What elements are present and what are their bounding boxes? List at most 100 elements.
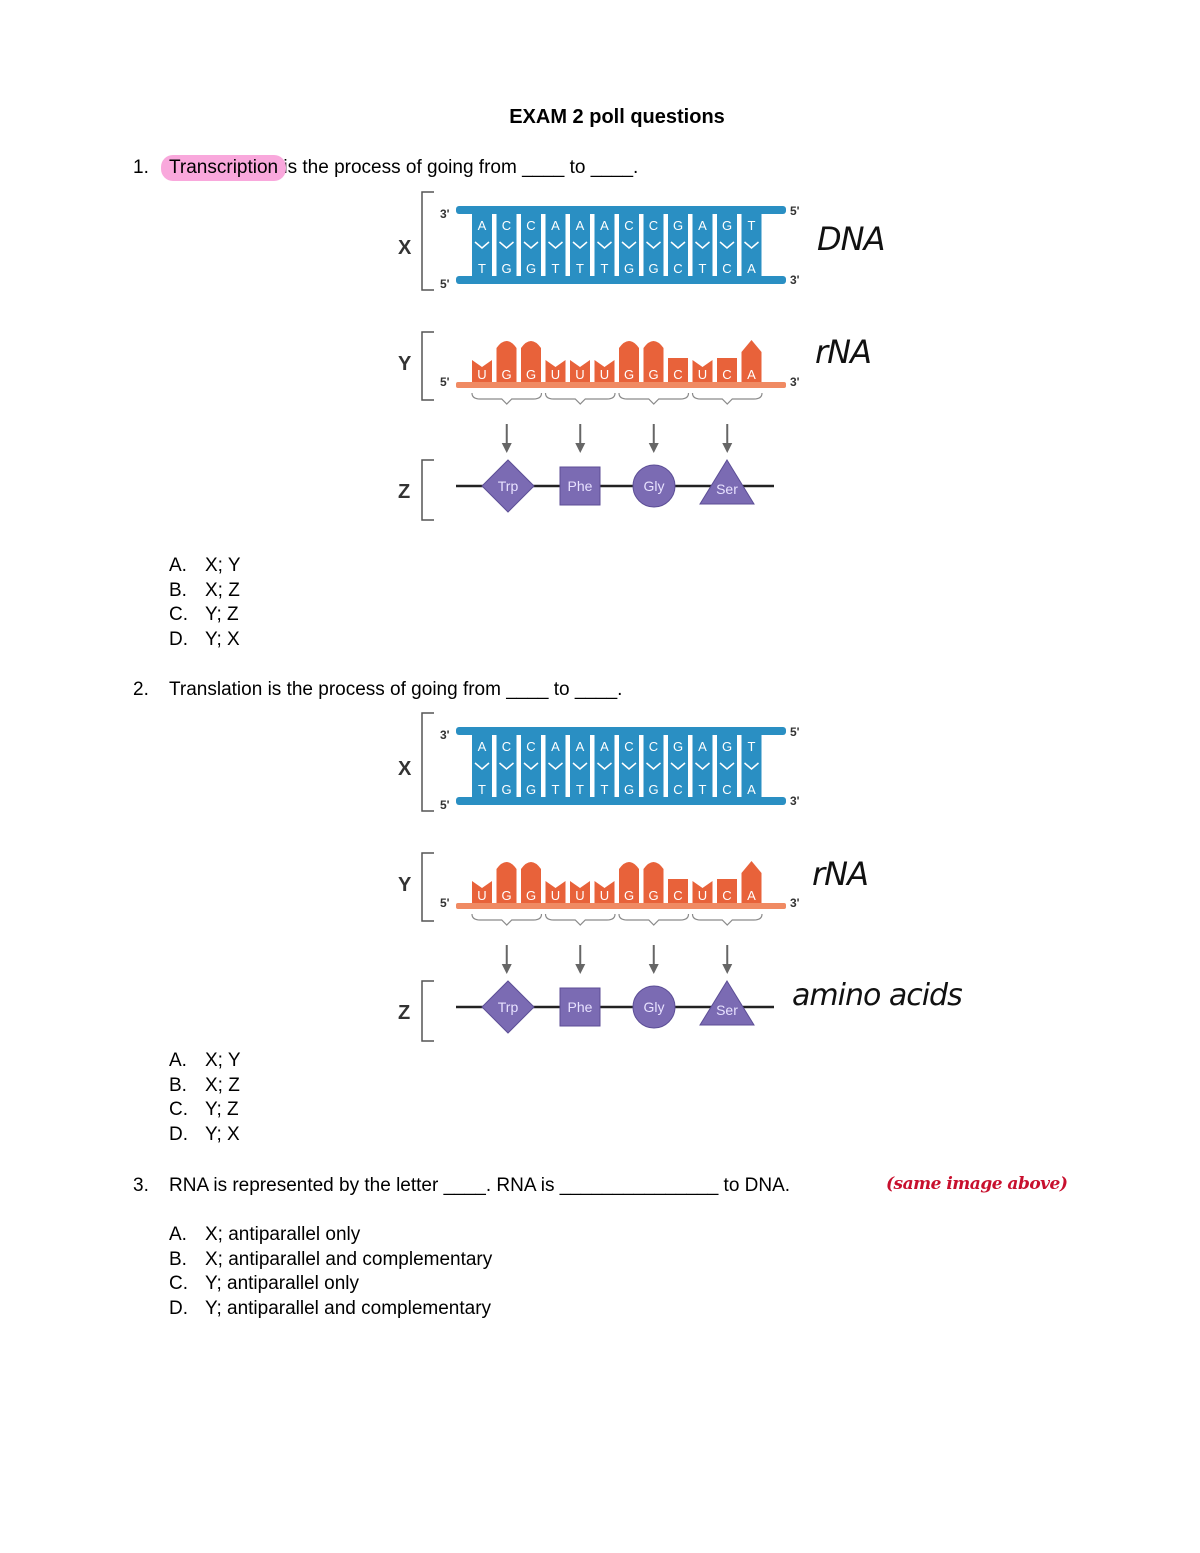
label-x: X <box>398 758 412 780</box>
rna-base: U <box>698 888 707 903</box>
dna-bottom-base: G <box>624 782 634 797</box>
base-pair-junction <box>597 762 612 770</box>
arrow-head <box>501 964 512 974</box>
dna-top-base: T <box>748 739 756 754</box>
base-pair <box>717 735 737 797</box>
dna-bottom-base: C <box>722 782 731 797</box>
question-text: RNA is represented by the letter ____. R… <box>169 1175 791 1196</box>
base-pair-junction <box>646 762 661 770</box>
dna-backbone-bottom <box>456 797 786 805</box>
rna-nucleotide <box>472 881 492 903</box>
option[interactable]: D.Y; X <box>169 628 240 650</box>
options-1: A.X; Y B.X; Z C.Y; Z D.Y; X <box>169 554 261 652</box>
dna-top-base: C <box>526 218 535 233</box>
option[interactable]: D.Y; antiparallel and complementary <box>169 1297 511 1322</box>
base-pair <box>619 214 639 276</box>
rna-base: G <box>624 367 634 382</box>
dna-top-base: C <box>649 218 658 233</box>
label-x: X <box>398 237 412 259</box>
prime-label: 3' <box>440 728 450 742</box>
rna-base: U <box>600 367 609 382</box>
amino-acid-label: Gly <box>644 478 665 494</box>
base-pair-junction <box>621 762 637 770</box>
option[interactable]: C.Y; Z <box>169 1098 259 1123</box>
rna-base: U <box>600 888 609 903</box>
label-y: Y <box>398 353 412 375</box>
question-number: 3. <box>133 1175 149 1196</box>
rna-nucleotide <box>594 360 615 382</box>
rna-base: C <box>722 367 731 382</box>
base-pair <box>717 214 737 276</box>
rna-base: C <box>722 888 731 903</box>
option[interactable]: D.Y; X <box>169 1123 240 1145</box>
arrow-head <box>648 964 659 974</box>
question-1: 1.Transcription is the process of going … <box>133 157 638 179</box>
amino-acid-label: Ser <box>716 1002 738 1018</box>
base-pair <box>570 735 590 797</box>
base-pair-junction <box>621 241 637 249</box>
option[interactable]: C.Y; Z <box>169 604 239 625</box>
option[interactable]: A.X; antiparallel only <box>169 1224 361 1245</box>
amino-acid-shape <box>481 980 535 1034</box>
base-pair <box>545 735 566 797</box>
dna-top-base: C <box>502 739 511 754</box>
dna-bottom-base: T <box>601 261 609 276</box>
option[interactable]: A.X; Y <box>169 554 261 579</box>
dna-top-base: G <box>673 218 683 233</box>
option[interactable]: B.X; Z <box>169 1074 240 1096</box>
dna-top-base: C <box>624 218 633 233</box>
handwritten-note-same-image: (same image above) <box>886 1174 1068 1194</box>
base-pair-junction <box>499 762 514 770</box>
amino-acid-label: Phe <box>568 999 593 1015</box>
option[interactable]: C.Y; antiparallel only <box>169 1273 360 1294</box>
base-pair <box>619 735 639 797</box>
rna-base: C <box>673 888 682 903</box>
amino-acid-shape <box>559 987 601 1027</box>
dna-bottom-base: G <box>648 782 658 797</box>
base-pair <box>496 214 517 276</box>
rna-base: C <box>673 367 682 382</box>
amino-acid-label: Trp <box>498 999 519 1015</box>
option[interactable]: B.X; antiparallel and complementary <box>169 1248 493 1270</box>
base-pair <box>545 214 566 276</box>
base-pair-junction <box>719 762 735 770</box>
dna-bottom-base: G <box>648 261 658 276</box>
options-2: A.X; Y B.X; Z C.Y; Z D.Y; X <box>169 1049 259 1147</box>
dna-top-base: A <box>551 739 560 754</box>
base-pair <box>472 214 492 276</box>
rna-nucleotide <box>643 341 664 382</box>
prime-label: 5' <box>440 798 450 812</box>
base-pair <box>570 214 590 276</box>
question-number: 2. <box>133 679 149 700</box>
rna-nucleotide <box>545 881 566 903</box>
rna-base: G <box>648 888 658 903</box>
dna-bottom-base: T <box>576 782 584 797</box>
base-pair <box>741 735 762 797</box>
rna-base: U <box>477 367 486 382</box>
rna-nucleotide <box>692 881 713 903</box>
dna-bottom-base: G <box>526 261 536 276</box>
base-pair <box>643 214 664 276</box>
central-dogma-diagram: XYZ3'5'5'3'5'3'ATCGCGATATATCGCGGCATGCTAU… <box>398 191 800 521</box>
rna-base: G <box>501 367 511 382</box>
option[interactable]: A.X; Y <box>169 1050 241 1071</box>
dna-top-base: A <box>576 739 585 754</box>
base-pair-junction <box>695 762 710 770</box>
base-pair-junction <box>646 241 661 249</box>
amino-acid-shape <box>481 459 535 513</box>
option[interactable]: B.X; Z <box>169 579 240 601</box>
amino-acid-label: Gly <box>644 999 665 1015</box>
dna-top-base: A <box>698 739 707 754</box>
dna-backbone-bottom <box>456 276 786 284</box>
dna-bottom-base: T <box>601 782 609 797</box>
codon-brace <box>618 392 690 405</box>
dna-backbone-top <box>456 727 786 735</box>
arrow-head <box>648 443 659 453</box>
dna-top-base: G <box>673 739 683 754</box>
dna-top-base: G <box>722 739 732 754</box>
rna-base: G <box>624 888 634 903</box>
base-pair <box>692 735 713 797</box>
options-3: A.X; antiparallel only B.X; antiparallel… <box>169 1223 511 1321</box>
